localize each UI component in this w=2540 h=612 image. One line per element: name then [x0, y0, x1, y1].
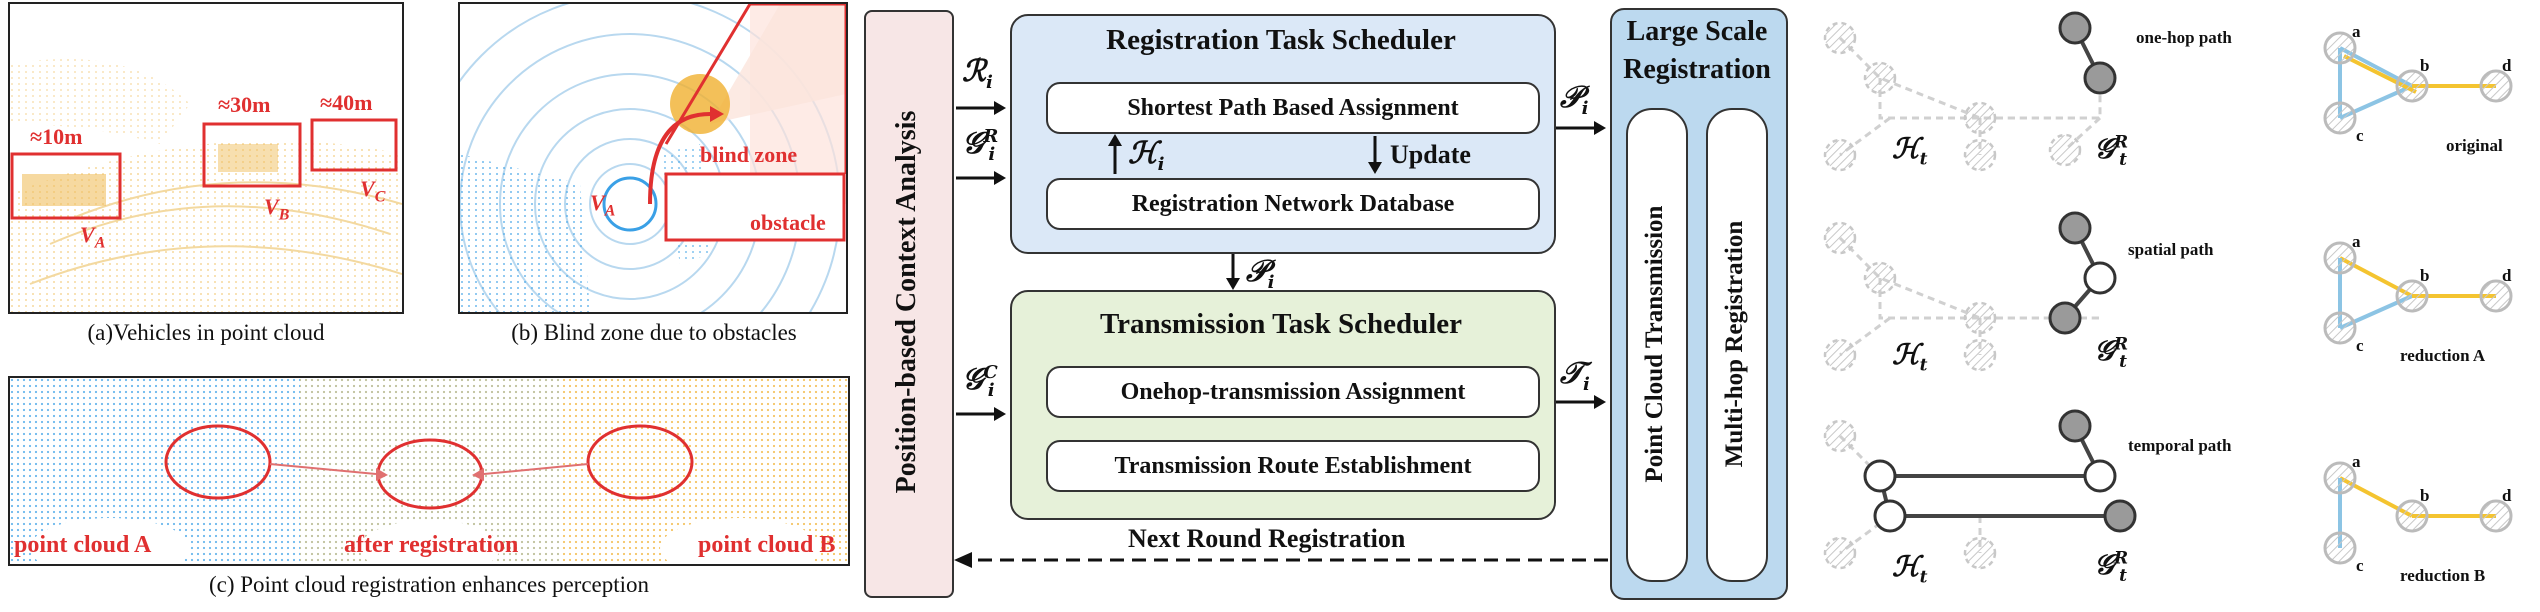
t-output-arrow	[1556, 395, 1606, 409]
node-b-1: b	[2420, 56, 2430, 75]
g-t-label-2: 𝒢Rt	[2094, 334, 2129, 372]
blind-zone-label: blind zone	[700, 142, 798, 167]
node-c-3: c	[2356, 556, 2364, 575]
original-label: original	[2446, 136, 2503, 155]
h-t-label-1: ℋt	[1892, 132, 1928, 170]
h-i-symbol: ℋi	[1128, 136, 1165, 175]
one-hop-path-graph	[1823, 11, 2117, 172]
node-d-3: d	[2502, 486, 2512, 505]
panel-b-pointcloud	[460, 4, 846, 312]
obstacle-box	[664, 172, 846, 242]
h-up-arrow	[1108, 134, 1122, 174]
vehicle-a-box	[10, 152, 122, 220]
temporal-path-label: temporal path	[2128, 436, 2232, 455]
g-t-label-1: 𝒢Rt	[2094, 132, 2129, 170]
panel-c-caption: (c) Point cloud registration enhances pe…	[208, 572, 650, 597]
transmission-scheduler-title: Transmission Task Scheduler	[1099, 308, 1463, 340]
reduction-b-graph	[2323, 461, 2513, 565]
shortest-path-assignment: Shortest Path Based Assignment	[1046, 82, 1540, 134]
dist-b-label: ≈30m	[218, 92, 271, 117]
large-scale-title-line2: Registration	[1623, 54, 1771, 85]
multihop-registration-pill	[1706, 108, 1768, 582]
path-examples-graphic	[1823, 11, 2137, 570]
update-label: Update	[1390, 140, 1471, 169]
large-scale-title-line1: Large Scale	[1626, 16, 1768, 47]
node-c-2: c	[2356, 336, 2364, 355]
vehicle-b-label: VB	[264, 194, 290, 224]
g-i-r-input-symbol: 𝒢Ri	[962, 126, 999, 165]
panel-b-caption: (b) Blind zone due to obstacles	[511, 320, 797, 345]
dist-c-label: ≈40m	[320, 90, 373, 115]
obstacle-label: obstacle	[750, 210, 826, 235]
h-t-label-2: ℋt	[1892, 338, 1928, 376]
registration-network-database: Registration Network Database	[1046, 178, 1540, 230]
r-input-arrow	[956, 101, 1006, 115]
vehicle-c-box	[310, 118, 398, 172]
panel-b-image: blind zone obstacle VA	[458, 2, 848, 314]
reduction-graphs	[2323, 31, 2513, 565]
next-round-arrow	[954, 552, 1608, 568]
g-r-input-arrow	[956, 171, 1006, 185]
node-a-2: a	[2352, 232, 2361, 251]
after-registration-label: after registration	[344, 532, 519, 558]
panel-a-caption: (a)Vehicles in point cloud	[87, 320, 325, 345]
p-down-arrow	[1226, 254, 1240, 290]
registration-scheduler-title: Registration Task Scheduler	[1106, 24, 1456, 56]
node-b-3: b	[2420, 486, 2430, 505]
next-round-label: Next Round Registration	[1128, 524, 1406, 553]
temporal-path-graph	[1823, 409, 2137, 570]
panel-a-pointcloud	[10, 59, 402, 312]
node-d-2: d	[2502, 266, 2512, 285]
transmission-route-establishment: Transmission Route Establishment	[1046, 440, 1540, 492]
panel-c-image: point cloud A after registration point c…	[8, 376, 850, 566]
panel-c-pointcloud	[10, 378, 848, 564]
panel-a-image: ≈10m ≈30m ≈40m VA VB VC	[8, 2, 404, 314]
node-c-1: c	[2356, 126, 2364, 145]
reduction-a-label: reduction A	[2400, 346, 2486, 365]
context-analysis-label: Position-based Context Analysis	[891, 110, 922, 494]
vehicle-a-b-label: VA	[590, 190, 616, 220]
h-t-label-3: ℋt	[1892, 550, 1928, 588]
p-i-output-symbol: 𝒫i	[1560, 80, 1589, 119]
vehicle-a-label: VA	[80, 222, 106, 252]
g-t-label-3: 𝒢Rt	[2094, 548, 2129, 586]
pc-transmission-pill	[1626, 108, 1688, 582]
reduction-a-graph	[2323, 241, 2513, 345]
spatial-path-label: spatial path	[2128, 240, 2214, 259]
original-graph	[2323, 31, 2513, 135]
g-i-c-input-symbol: 𝒢Ci	[962, 362, 998, 401]
node-a-3: a	[2352, 452, 2361, 471]
vehicle-b-box	[202, 122, 302, 188]
p-output-arrow	[1556, 121, 1606, 135]
update-down-arrow	[1368, 136, 1382, 174]
spatial-path-graph	[1823, 211, 2117, 372]
onehop-transmission-assignment: Onehop-transmission Assignment	[1046, 366, 1540, 418]
context-analysis-box	[864, 10, 954, 598]
dist-a-label: ≈10m	[30, 124, 83, 149]
pc-transmission-label: Point Cloud Transmission	[1641, 205, 1668, 483]
g-c-input-arrow	[956, 407, 1006, 421]
vehicle-c-label: VC	[360, 176, 386, 206]
node-b-2: b	[2420, 266, 2430, 285]
node-d-1: d	[2502, 56, 2512, 75]
one-hop-path-label: one-hop path	[2136, 28, 2232, 47]
r-i-input-symbol: ℛi	[962, 54, 993, 93]
point-cloud-a-label: point cloud A	[14, 532, 152, 558]
t-i-output-symbol: 𝒯i	[1560, 356, 1590, 395]
p-i-middle-symbol: 𝒫i	[1246, 254, 1275, 293]
reduction-b-label: reduction B	[2400, 566, 2486, 585]
point-cloud-b-label: point cloud B	[698, 532, 836, 558]
multihop-registration-label: Multi-hop Registration	[1721, 220, 1748, 468]
node-a-1: a	[2352, 22, 2361, 41]
